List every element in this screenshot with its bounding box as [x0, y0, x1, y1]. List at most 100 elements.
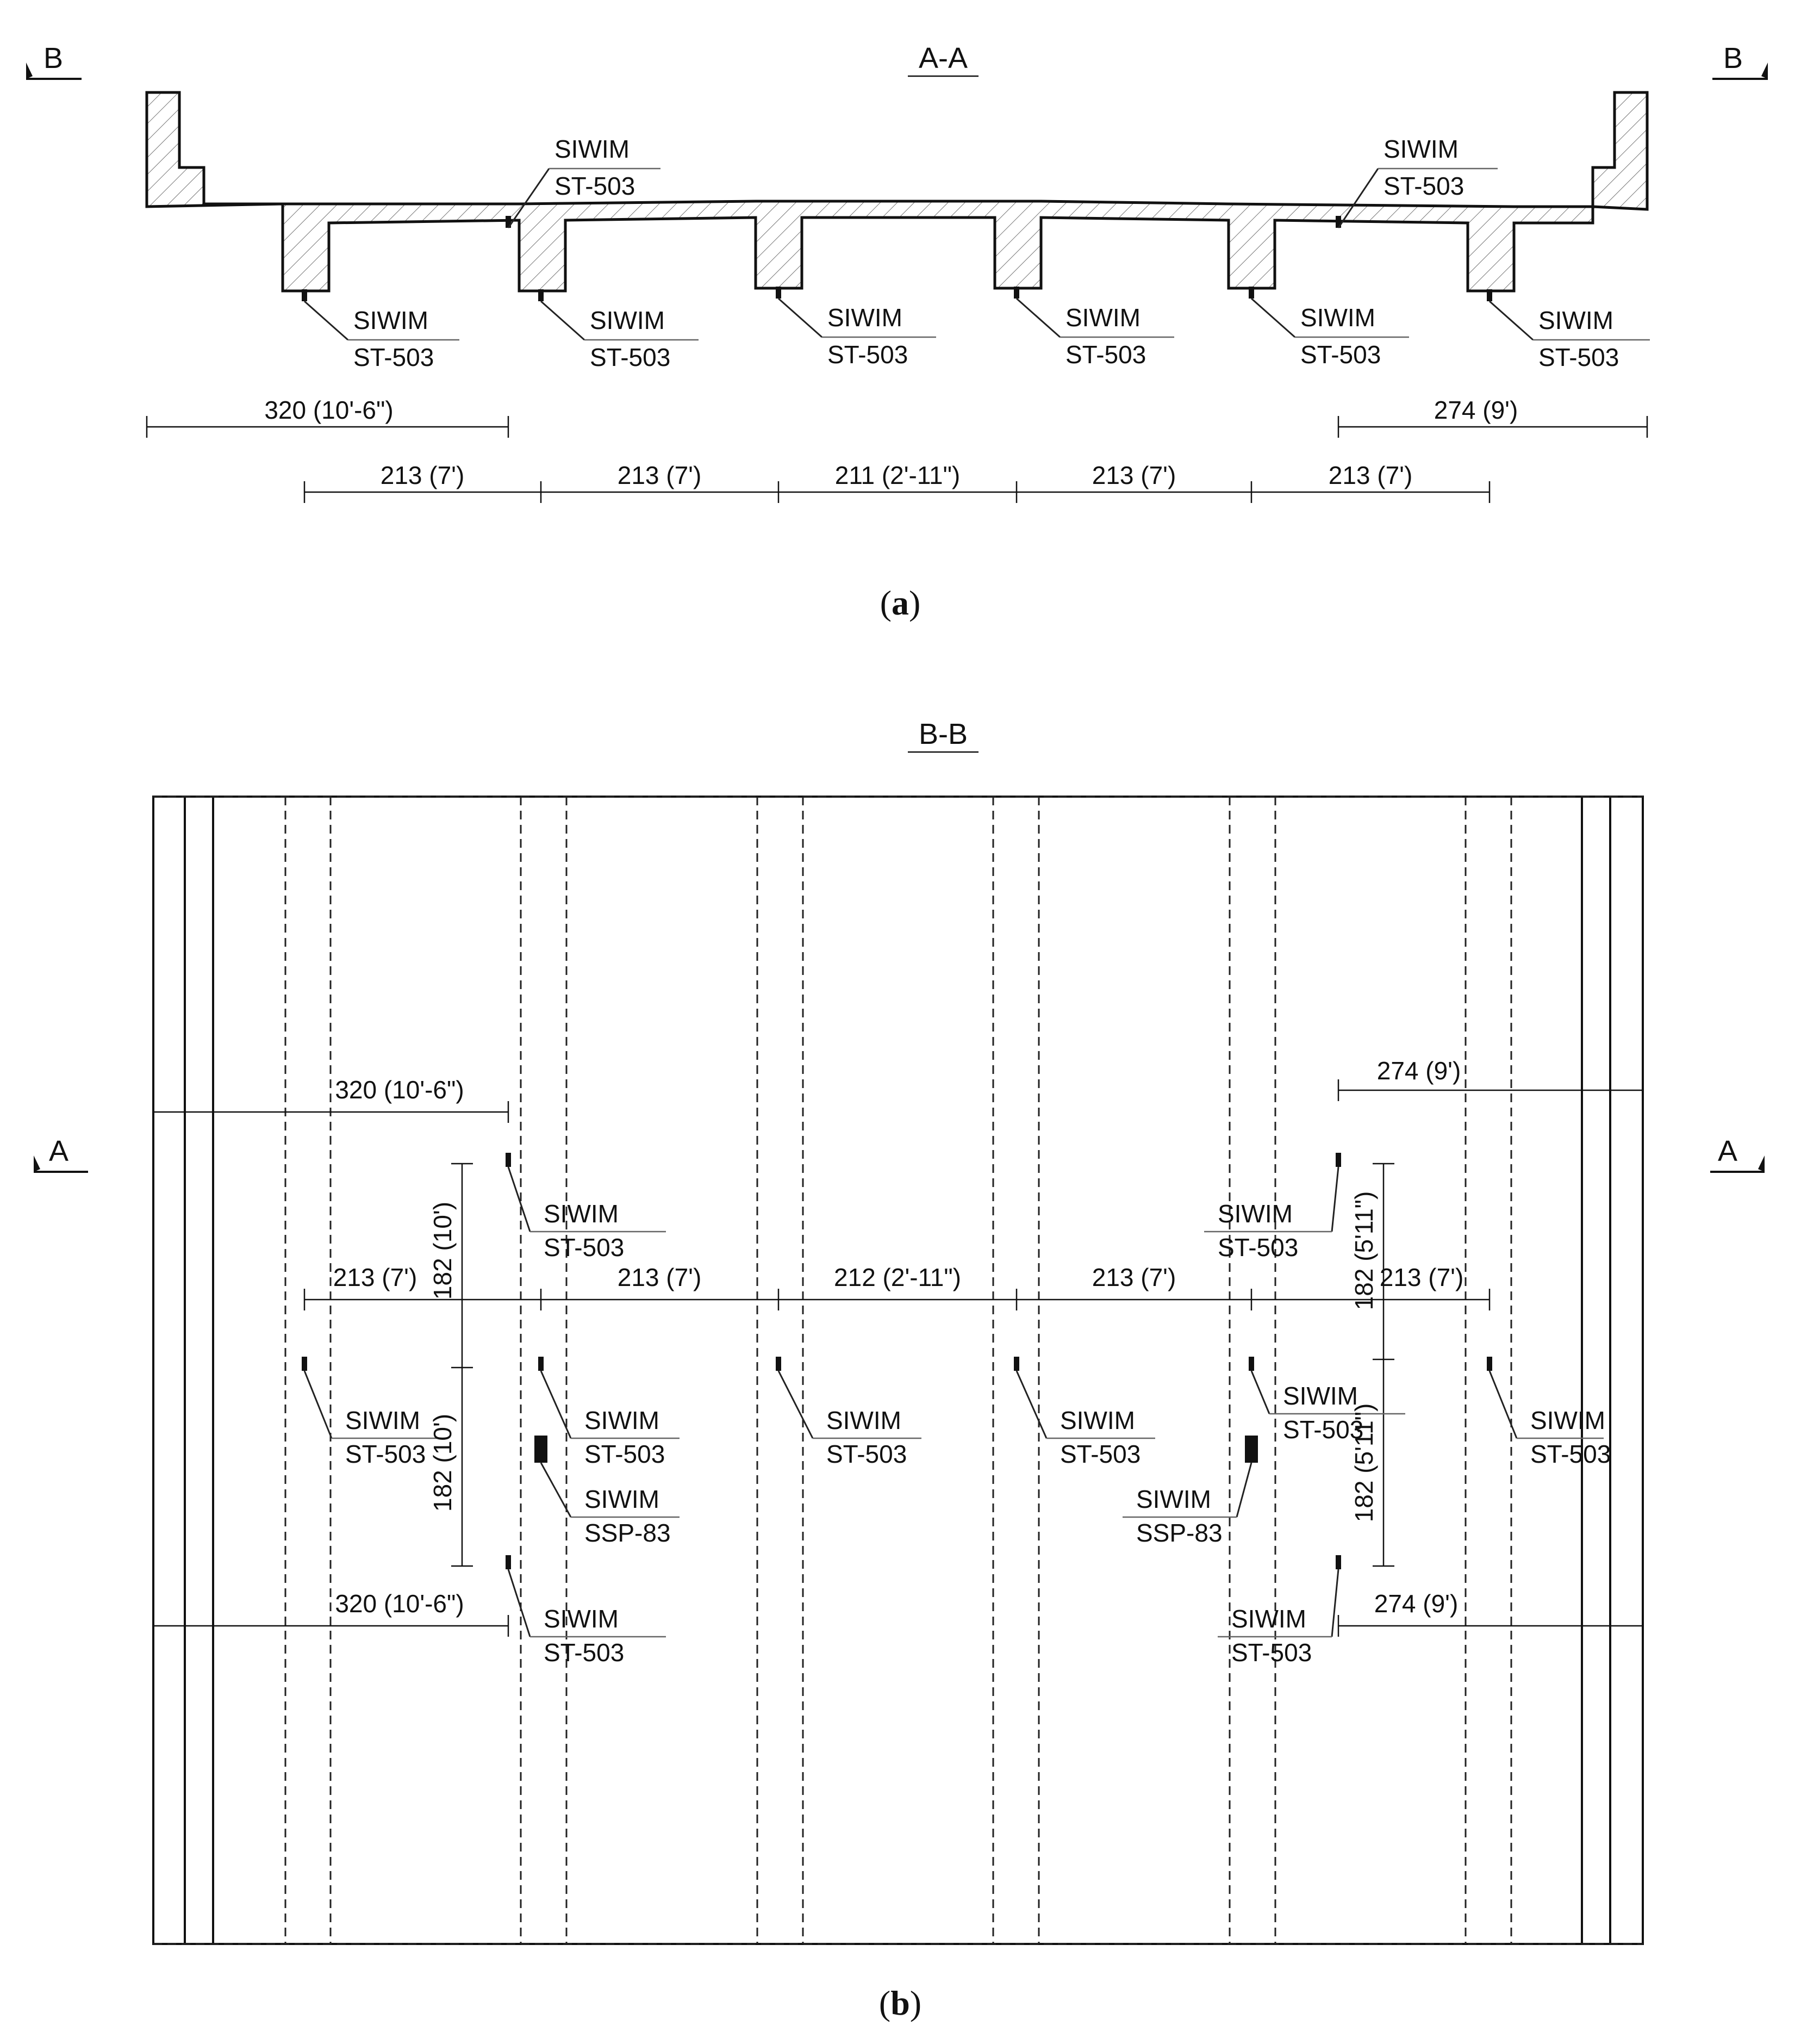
aa-dimension-label: 213 (7'): [1092, 461, 1176, 489]
sensor-gauge-icon: [1336, 216, 1341, 228]
sensor-name-label: SIWIM: [826, 1406, 901, 1434]
bb-sensor-8: SIWIM ST-503: [1487, 1357, 1611, 1468]
sensor-name-label: SIWIM: [827, 303, 902, 332]
sensor-type-label: ST-503: [1530, 1440, 1611, 1468]
sensor-name-label: SIWIM: [584, 1406, 659, 1434]
dimension-labels: 320 (10'-6") 274 (9') 213 (7') 213 (7') 211 …: [264, 396, 1518, 1618]
sensor-type-label: ST-503: [544, 1638, 624, 1667]
bb-dimension-label: 274 (9'): [1374, 1589, 1459, 1618]
sensor-name-label: SIWIM: [345, 1406, 420, 1434]
sensor-gauge-icon: [1336, 1153, 1341, 1167]
sensor-name-label: SIWIM: [1218, 1200, 1293, 1228]
sensor-type-label: ST-503: [353, 343, 434, 371]
sensor-type-label: ST-503: [1283, 1415, 1363, 1444]
sensor-type-label: ST-503: [1065, 340, 1146, 369]
sensor-gauge-icon: [302, 289, 307, 301]
aa-sensor-5: SIWIM ST-503: [1249, 287, 1409, 369]
bb-sensor-2: SIWIM ST-503: [1204, 1153, 1341, 1262]
sensor-type-label: ST-503: [1231, 1638, 1312, 1667]
sensor-type-label: SSP-83: [584, 1519, 671, 1547]
bb-sensor-9: SIWIM ST-503: [506, 1555, 666, 1667]
sensor-gauge-icon: [1014, 287, 1019, 299]
deck-cross-section: [145, 91, 1649, 293]
aa-sensor-4: SIWIM ST-503: [1014, 287, 1174, 369]
marker-left-label: B: [43, 42, 63, 74]
sensor-gauge-icon: [538, 1357, 544, 1371]
sensor-gauge-icon: [776, 287, 781, 299]
section-bb: B-B A A: [34, 718, 1765, 1945]
bb-vertical-dimension-label: 182 (10'): [428, 1414, 457, 1512]
sensor-type-label: ST-503: [826, 1440, 907, 1468]
bb-sensor-1: SIWIM ST-503: [506, 1153, 666, 1262]
aa-dimension-label: 320 (10'-6"): [264, 396, 393, 424]
sensor-gauge-icon: [1487, 1357, 1492, 1371]
caption-a: (a): [880, 583, 921, 622]
bb-sensor-7: SIWIM ST-503: [1249, 1357, 1405, 1444]
sensor-type-label: ST-503: [1218, 1233, 1298, 1262]
caption-b: (b): [879, 1984, 921, 2022]
sensor-type-label: ST-503: [554, 172, 635, 200]
caption-a-label: a: [892, 583, 909, 622]
sensor-type-label: ST-503: [345, 1440, 426, 1468]
bb-dimension-label: 213 (7'): [1380, 1263, 1464, 1291]
girder-hidden-lines: [153, 796, 1643, 1945]
marker-right-label: A: [1718, 1135, 1737, 1167]
bb-sensor-4: SIWIM ST-503: [538, 1357, 680, 1468]
sensor-gauge-icon: [302, 1357, 307, 1371]
sensor-type-label: ST-503: [1384, 172, 1464, 200]
sensor-block-icon: [1245, 1436, 1258, 1463]
caption-b-label: b: [890, 1984, 910, 2022]
section-title-bb: B-B: [919, 718, 968, 750]
sensor-name-label: SIWIM: [1060, 1406, 1135, 1434]
sensor-type-label: ST-503: [827, 340, 908, 369]
sensor-name-label: SIWIM: [1283, 1382, 1358, 1410]
bb-dimension-label: 320 (10'-6"): [335, 1589, 464, 1618]
bb-sensor-6: SIWIM ST-503: [1014, 1357, 1155, 1468]
sensor-gauge-icon: [1336, 1555, 1341, 1569]
aa-sensor-3: SIWIM ST-503: [776, 287, 936, 369]
sensor-gauge-icon: [1014, 1357, 1019, 1371]
sensor-name-label: SIWIM: [1065, 303, 1141, 332]
section-marker-left-aa: B: [26, 42, 82, 80]
sensor-name-label: SIWIM: [1136, 1485, 1211, 1513]
section-marker-left-bb: A: [34, 1135, 88, 1173]
sensor-type-label: ST-503: [1060, 1440, 1141, 1468]
sensor-name-label: SIWIM: [1538, 306, 1613, 334]
sensor-name-label: SIWIM: [544, 1200, 619, 1228]
sensor-name-label: SIWIM: [1231, 1605, 1306, 1633]
sensor-name-label: SIWIM: [1384, 135, 1459, 163]
bb-dimension-label: 274 (9'): [1377, 1057, 1461, 1085]
bb-vertical-dimension-label: 182 (5'11"): [1350, 1403, 1378, 1523]
sensor-gauge-icon: [506, 216, 511, 228]
sensor-type-label: ST-503: [590, 343, 670, 371]
sensor-gauge-icon: [1249, 287, 1254, 299]
bb-dimension-label: 320 (10'-6"): [335, 1076, 464, 1104]
sensor-type-label: ST-503: [1300, 340, 1381, 369]
sensor-type-label: ST-503: [584, 1440, 665, 1468]
bb-vertical-dimension-label: 182 (5'11"): [1350, 1191, 1378, 1310]
sensor-name-label: SIWIM: [1300, 303, 1375, 332]
section-title-aa: A-A: [919, 42, 968, 74]
marker-right-label: B: [1723, 42, 1743, 74]
sensor-gauge-icon: [1249, 1357, 1254, 1371]
sensor-type-label: SSP-83: [1136, 1519, 1223, 1547]
sensor-name-label: SIWIM: [544, 1605, 619, 1633]
bb-sensor-3: SIWIM ST-503: [302, 1357, 438, 1468]
bb-sensor-10: SIWIM ST-503: [1218, 1555, 1341, 1667]
bb-sensor-12: SIWIM SSP-83: [1123, 1436, 1258, 1547]
aa-dimension-label: 211 (2'-11"): [835, 461, 961, 489]
aa-dimension-label: 213 (7'): [381, 461, 465, 489]
sensor-gauge-icon: [776, 1357, 781, 1371]
sensor-type-label: ST-503: [544, 1233, 624, 1262]
bb-sensor-5: SIWIM ST-503: [776, 1357, 921, 1468]
sensor-callouts: SIWIMST-503SIWIMST-503SIWIMST-503SIWIMST…: [302, 135, 1650, 1667]
sensor-name-label: SIWIM: [1530, 1406, 1605, 1434]
aa-dimension-label: 274 (9'): [1434, 396, 1518, 424]
aa-dimension-label: 213 (7'): [1329, 461, 1413, 489]
